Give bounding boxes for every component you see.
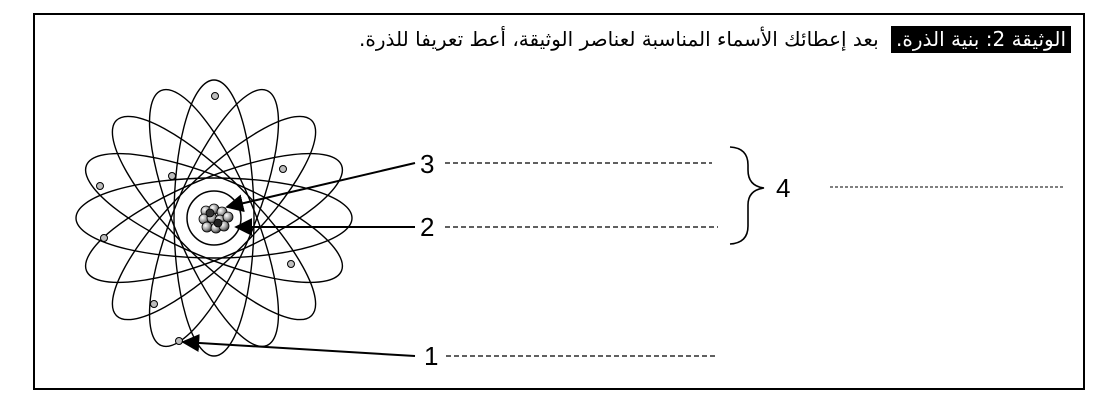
label-1: 1 <box>424 341 438 371</box>
arrow-label-1 <box>181 333 416 357</box>
label-2: 2 <box>420 212 434 242</box>
label-4: 4 <box>776 173 790 203</box>
label-3: 3 <box>420 149 434 179</box>
nucleus-icon <box>198 203 234 234</box>
document-label: الوثيقة 2: بنية الذرة. <box>891 26 1071 53</box>
curly-brace <box>729 146 765 245</box>
document-instruction: بعد إعطائك الأسماء المناسبة لعناصر الوثي… <box>359 27 879 51</box>
electron-orbits <box>75 79 353 357</box>
document-header: الوثيقة 2: بنية الذرة. بعد إعطائك الأسما… <box>359 25 1071 53</box>
arrow-label-3 <box>225 162 416 213</box>
electron-icons <box>96 92 295 345</box>
